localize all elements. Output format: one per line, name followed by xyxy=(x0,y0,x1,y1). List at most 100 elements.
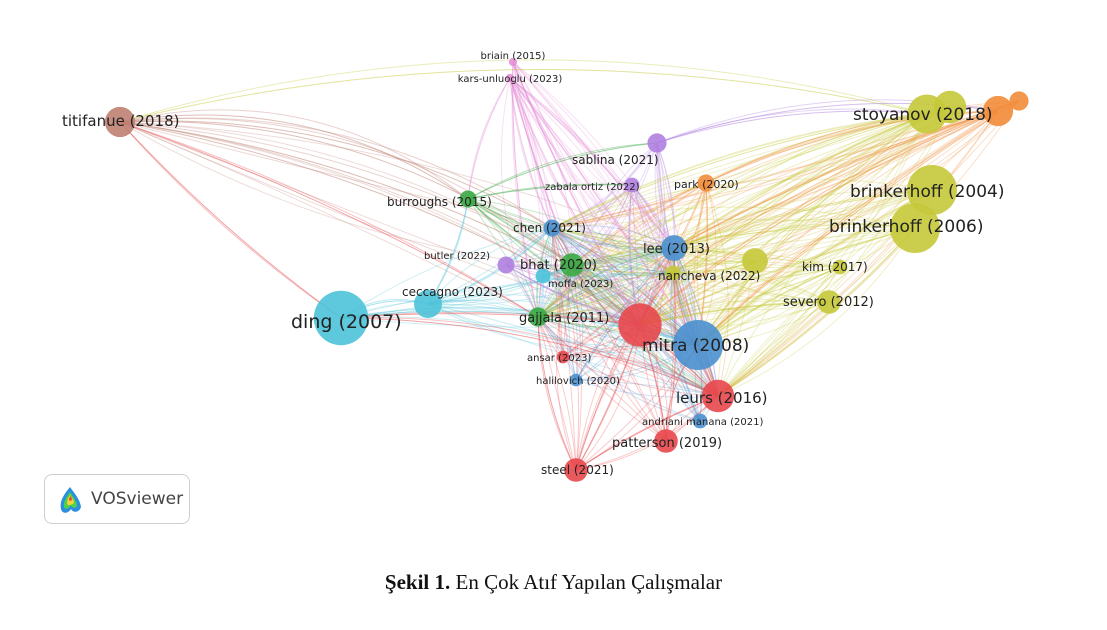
node-label: titifanue (2018) xyxy=(62,112,179,130)
network-link xyxy=(427,294,641,326)
network-link xyxy=(571,189,933,266)
network-link xyxy=(509,77,641,326)
network-link xyxy=(639,301,830,326)
network-link xyxy=(467,184,633,200)
network-link xyxy=(551,182,707,229)
network-link xyxy=(672,182,707,274)
network-link xyxy=(567,264,577,381)
network-link xyxy=(665,272,677,442)
network-labels: titifanue (2018)briain (2015)kars-unluog… xyxy=(62,51,1005,477)
network-link xyxy=(537,272,674,318)
network-link xyxy=(673,100,1020,249)
network-link xyxy=(639,110,999,326)
network-link xyxy=(697,100,1020,346)
network-link xyxy=(639,100,1020,326)
node-label: moffa (2023) xyxy=(548,279,613,290)
network-node xyxy=(982,95,1014,127)
network-link xyxy=(542,247,675,277)
network-node xyxy=(528,307,548,327)
network-link xyxy=(571,113,928,266)
node-label: brinkerhoff (2006) xyxy=(829,217,984,237)
network-link xyxy=(537,247,675,318)
network-link xyxy=(537,316,719,397)
network-link xyxy=(340,316,719,397)
network-link xyxy=(551,227,841,268)
network-link xyxy=(537,100,1020,318)
network-node xyxy=(497,256,515,274)
network-link xyxy=(673,247,830,303)
network-link xyxy=(509,77,573,266)
network-link xyxy=(639,227,916,326)
network-link xyxy=(512,61,641,326)
network-link xyxy=(512,61,675,249)
network-link xyxy=(119,121,699,346)
network-link xyxy=(512,61,699,346)
node-label: gajjala (2011) xyxy=(519,311,609,326)
figure-number: Şekil 1. xyxy=(384,570,451,594)
network-link xyxy=(575,395,719,471)
network-link xyxy=(512,61,675,249)
network-link xyxy=(119,68,928,123)
network-link xyxy=(537,106,951,318)
network-link xyxy=(467,198,675,249)
network-link xyxy=(512,61,699,346)
network-link xyxy=(537,182,707,318)
network-node xyxy=(697,174,715,192)
network-link xyxy=(665,272,677,442)
network-link xyxy=(119,117,553,229)
network-link xyxy=(537,247,675,318)
network-node xyxy=(647,133,667,153)
network-link xyxy=(467,198,641,326)
network-link xyxy=(562,272,674,358)
network-link xyxy=(673,223,916,249)
network-link xyxy=(467,198,573,266)
network-link xyxy=(717,227,916,397)
network-link xyxy=(427,227,553,305)
network-link xyxy=(467,198,641,326)
network-link xyxy=(656,110,928,144)
network-link xyxy=(537,316,577,471)
network-link xyxy=(537,142,658,318)
network-link xyxy=(639,113,928,326)
node-label: nancheva (2022) xyxy=(658,269,760,283)
network-link xyxy=(467,198,675,249)
network-node xyxy=(832,259,848,275)
network-link xyxy=(575,247,675,381)
network-link xyxy=(467,142,658,200)
network-link xyxy=(717,266,841,397)
network-link xyxy=(575,272,674,471)
network-link xyxy=(505,254,674,274)
network-link xyxy=(562,247,675,358)
network-link xyxy=(571,226,916,266)
network-link xyxy=(575,395,719,471)
node-label: brinkerhoff (2004) xyxy=(850,182,1005,202)
network-link xyxy=(467,198,719,397)
network-link xyxy=(427,303,719,397)
network-link xyxy=(717,227,916,397)
network-link xyxy=(639,227,916,326)
network-link xyxy=(427,303,699,353)
network-link xyxy=(427,227,553,305)
network-link xyxy=(672,106,951,274)
network-link xyxy=(509,77,699,346)
network-link xyxy=(537,316,577,471)
network-link xyxy=(509,77,573,266)
node-label: zabala ortiz (2022) xyxy=(545,182,640,193)
network-link xyxy=(551,113,928,229)
network-node xyxy=(564,458,588,482)
network-link xyxy=(119,121,553,229)
network-link xyxy=(673,188,933,249)
network-link xyxy=(673,113,928,249)
network-link xyxy=(119,121,342,319)
network-link xyxy=(509,77,542,318)
network-link xyxy=(697,110,999,346)
network-link xyxy=(571,264,830,311)
network-link xyxy=(551,218,916,229)
network-link xyxy=(551,227,830,303)
network-link xyxy=(340,317,641,328)
network-link xyxy=(631,184,719,397)
network-link xyxy=(119,121,539,318)
network-link xyxy=(631,184,674,274)
network-link xyxy=(509,77,699,346)
network-link xyxy=(717,266,841,397)
